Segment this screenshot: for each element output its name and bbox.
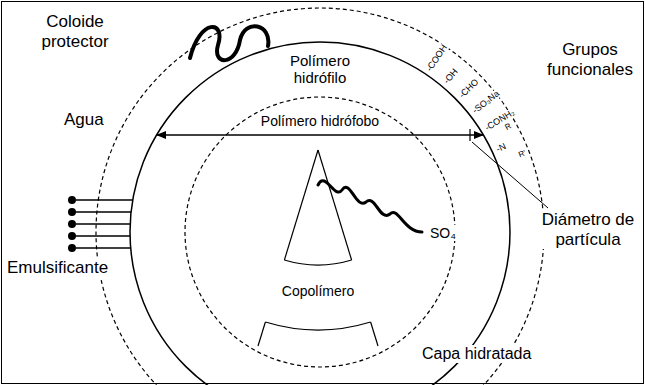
functional-group: -SO₃Na	[470, 89, 502, 117]
part-label: Diámetro de partícula	[534, 210, 643, 249]
emulsifier-tail	[76, 211, 131, 213]
protective-colloid-chain	[190, 26, 268, 60]
emulsifier-head	[68, 244, 76, 252]
emulsifier-head	[68, 208, 76, 216]
functional-group: R	[503, 122, 514, 133]
part-label: Coloide protector	[13, 12, 137, 51]
functional-group: -COOH	[425, 42, 450, 74]
part-label: Polímero hidrófobo	[259, 113, 381, 129]
chemical-group: SO₄	[428, 225, 458, 241]
emulsifier-tail	[76, 223, 130, 225]
sector-line	[284, 150, 318, 260]
polymer-chain	[318, 181, 422, 232]
functional-group: R'	[516, 149, 528, 160]
part-label: Capa hidratada	[420, 345, 533, 363]
part-label: Agua	[62, 110, 106, 130]
diameter-arrow	[157, 134, 483, 135]
emulsifier-tail	[76, 235, 130, 237]
emulsifier-head	[68, 220, 76, 228]
emulsifier-head	[68, 196, 76, 204]
particle-outline	[130, 42, 510, 385]
diameter-tick	[469, 129, 470, 141]
leader-line	[472, 142, 548, 208]
part-label: Polímero hidrófilo	[268, 52, 372, 87]
emulsifier-tail	[76, 247, 131, 249]
hydrated-layer-outline	[96, 8, 544, 385]
functional-group: -OH	[441, 66, 460, 86]
copolymer-sector	[258, 150, 378, 346]
sector-arc	[265, 322, 370, 330]
part-label: Emulsificante	[5, 258, 110, 278]
emulsifier-tail	[76, 199, 133, 201]
emulsifier-group	[68, 196, 133, 252]
sector-line	[318, 150, 352, 260]
functional-group: -N	[494, 141, 508, 154]
sector-line	[258, 322, 265, 346]
emulsifier-head	[68, 232, 76, 240]
sector-arc	[284, 260, 351, 265]
hydrophobic-core-outline	[185, 97, 455, 367]
part-label: Copolímero	[280, 283, 356, 299]
part-label: Grupos funcionales	[538, 40, 642, 79]
functional-group: -CHO	[456, 77, 480, 101]
sector-line	[371, 322, 378, 346]
